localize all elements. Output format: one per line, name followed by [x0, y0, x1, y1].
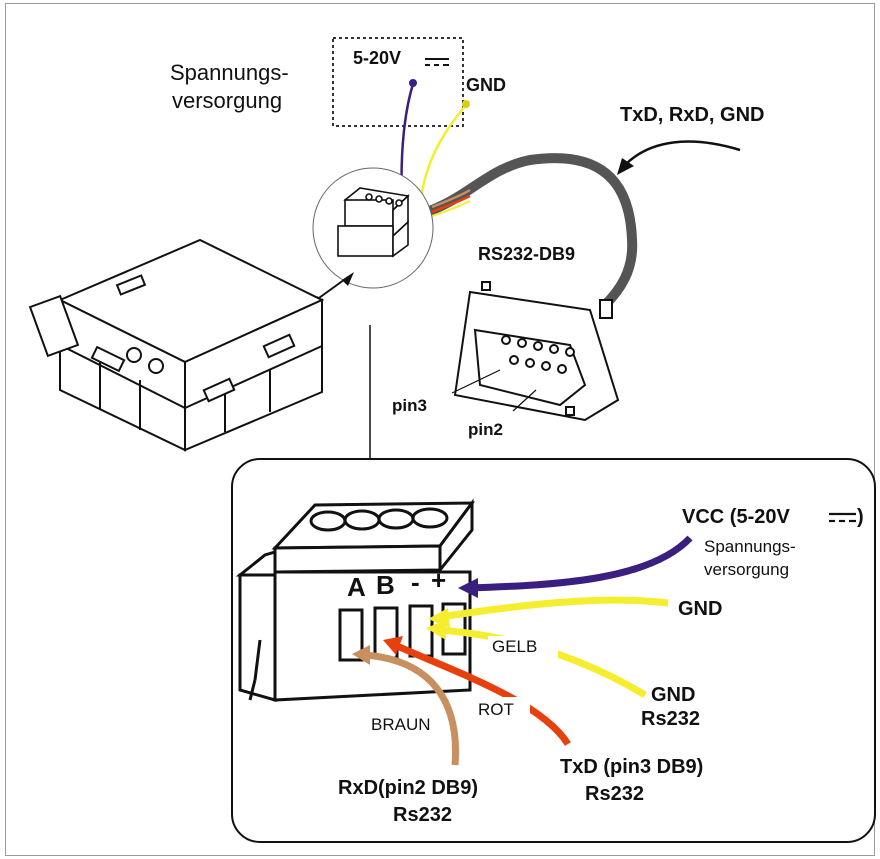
serial-cable [427, 153, 638, 310]
connector-label: RS232-DB9 [478, 244, 576, 264]
db9-connector [453, 281, 620, 422]
supply-voltage-label: 5-20V [353, 48, 402, 68]
device-module [28, 238, 325, 452]
wire-yellow-supply [418, 104, 467, 206]
gnd-rs232-line1: GND [651, 684, 696, 706]
vcc-label: VCC (5-20V [682, 506, 790, 528]
vcc-sub-line2: versorgung [704, 560, 790, 579]
supply-gnd-label: GND [466, 75, 506, 95]
vcc-close-paren: ) [857, 506, 864, 528]
dc-symbol-vcc-icon [829, 512, 856, 523]
terminal-block-large [235, 498, 476, 702]
rxd-line1: RxD(pin2 DB9) [338, 777, 479, 799]
terminal-mark-b: B [376, 570, 395, 600]
terminal-block-small [337, 187, 410, 258]
serial-cable-wires [431, 194, 471, 214]
pin3-leader [451, 369, 501, 394]
gnd-label: GND [678, 598, 723, 620]
power-supply-box [332, 37, 464, 127]
serial-signals-label: TxD, RxD, GND [620, 104, 765, 126]
pin2-leader [512, 389, 537, 412]
dc-symbol-icon [425, 58, 449, 66]
terminal-mark-plus: + [431, 565, 447, 595]
txd-line1: TxD (pin3 DB9) [560, 756, 704, 778]
supply-caption-line1: Spannungs- [170, 60, 289, 85]
wire-yellow-gnd [439, 596, 669, 621]
pin3-label: pin3 [392, 396, 427, 415]
pin2-label: pin2 [468, 420, 503, 439]
diagram-frame [5, 3, 875, 856]
terminal-mark-a: A [347, 572, 366, 602]
wire-red-txd [393, 641, 571, 746]
wire-brown-rxd [364, 651, 460, 766]
supply-caption-line2: versorgung [172, 88, 283, 113]
wire-end-yellow [462, 100, 470, 108]
gelb-label: GELB [492, 637, 538, 656]
vcc-sub-line1: Spannungs- [704, 537, 796, 556]
gnd-rs232-line2: Rs232 [641, 708, 700, 730]
terminal-mark-minus: - [411, 567, 420, 597]
rot-label: ROT [478, 700, 514, 719]
wire-purple-vcc [467, 535, 693, 592]
rxd-line2: Rs232 [393, 804, 452, 826]
signal-arrow [624, 140, 741, 166]
wire-end-purple [409, 79, 417, 87]
txd-line2: Rs232 [585, 783, 644, 805]
braun-label: BRAUN [371, 715, 431, 734]
